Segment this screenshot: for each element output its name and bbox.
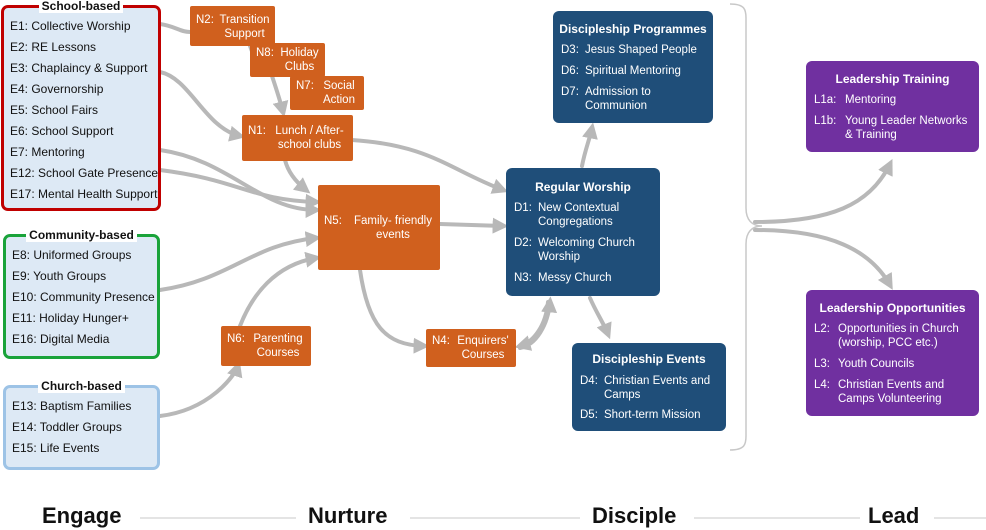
connector-worship-n4 <box>514 300 550 351</box>
n8-code: N8: <box>256 47 274 59</box>
n1-code: N1: <box>248 125 266 137</box>
engage-item: E14: Toddler Groups <box>12 420 122 434</box>
church-based-title: Church-based <box>6 379 157 393</box>
connector-e6-n5 <box>158 168 322 210</box>
n1-label: Lunch / After-school clubs <box>275 125 344 151</box>
stage-label-disciple: Disciple <box>592 503 677 528</box>
connector-lead-opportunities <box>753 228 893 290</box>
engage-item: E16: Digital Media <box>12 332 110 346</box>
nurture-box-n4: N4: Enquirers'Courses <box>426 329 516 367</box>
engage-item: E5: School Fairs <box>10 103 99 117</box>
connector-lead-training <box>753 158 893 224</box>
engage-item: E9: Youth Groups <box>12 269 107 283</box>
connector-worship-events <box>588 296 612 340</box>
engage-item: E11: Holiday Hunger+ <box>12 311 129 325</box>
leadership-opportunities-box: Leadership Opportunities L2: Opportuniti… <box>806 290 979 416</box>
connector-n1-worship <box>350 138 509 194</box>
engage-item: E2: RE Lessons <box>10 40 97 54</box>
engage-item: E15: Life Events <box>12 441 100 455</box>
stage-label-lead: Lead <box>868 503 920 528</box>
engage-item: E12: School Gate Presence <box>10 166 159 180</box>
discipleship-programmes-title: Discipleship Programmes <box>559 22 707 36</box>
discipleship-programmes-box: Discipleship Programmes D3: Jesus Shaped… <box>553 11 713 123</box>
leadership-training-title: Leadership Training <box>835 72 950 86</box>
connector-e4-n5 <box>158 148 322 218</box>
connector-n6-n5 <box>238 251 322 328</box>
connector-worship-programmes <box>580 122 598 168</box>
stage-label-engage: Engage <box>42 503 122 528</box>
discipleship-events-title: Discipleship Events <box>592 352 706 366</box>
community-based-title: Community-based <box>6 228 157 242</box>
n6-code: N6: <box>227 333 245 345</box>
engage-item: E6: School Support <box>10 124 114 138</box>
connector-church-n6 <box>158 360 243 418</box>
n5-code: N5: <box>324 215 342 227</box>
connector-n5-worship <box>438 217 509 234</box>
engage-item: E4: Governorship <box>10 82 104 96</box>
connector-n1-n5 <box>283 158 311 194</box>
school-based-title: School-based <box>4 0 158 13</box>
leadership-opportunities-title: Leadership Opportunities <box>819 301 966 315</box>
n2-code: N2: <box>196 14 214 26</box>
engage-item: E13: Baptism Families <box>12 399 132 413</box>
n4-label: Enquirers'Courses <box>457 335 509 361</box>
engage-item: E10: Community Presence <box>12 290 155 304</box>
n7-code: N7: <box>296 80 314 92</box>
n4-code: N4: <box>432 335 450 347</box>
connector-community-n5 <box>158 231 322 292</box>
connector-n5-n4 <box>358 268 430 354</box>
connector-e1-n2 <box>158 22 192 34</box>
discipleship-events-box: Discipleship Events D4: Christian Events… <box>572 343 726 431</box>
stage-label-nurture: Nurture <box>308 503 388 528</box>
disciple-bracket <box>729 3 763 451</box>
engage-item: E17: Mental Health Support <box>10 187 158 201</box>
engage-item: E7: Mentoring <box>10 145 85 159</box>
engage-item: E8: Uniformed Groups <box>12 248 132 262</box>
engage-item: E1: Collective Worship <box>10 19 131 33</box>
connector-n8-n1 <box>270 74 289 118</box>
connector-e3-n1 <box>158 70 246 142</box>
nurture-box-n1: N1: Lunch / After-school clubs <box>242 115 353 161</box>
regular-worship-title: Regular Worship <box>535 180 631 194</box>
leadership-training-box: Leadership Training L1a: Mentoring L1b: … <box>806 61 979 152</box>
engage-item: E3: Chaplaincy & Support <box>10 61 148 75</box>
